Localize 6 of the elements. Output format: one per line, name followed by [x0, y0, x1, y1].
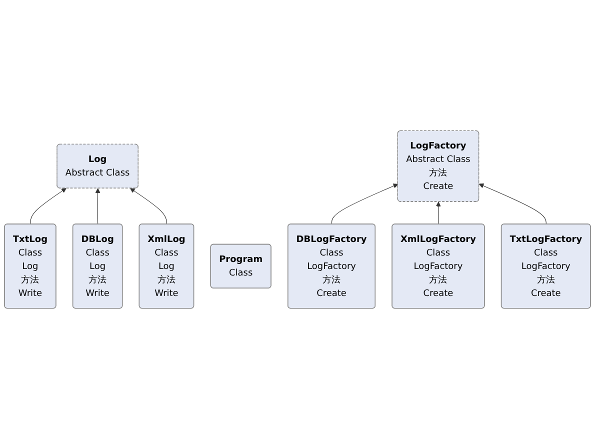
arrow [436, 202, 441, 225]
arrow [130, 188, 168, 225]
arrow [95, 188, 100, 225]
arrow [30, 188, 66, 225]
arrow [478, 183, 546, 225]
arrow [331, 184, 398, 225]
